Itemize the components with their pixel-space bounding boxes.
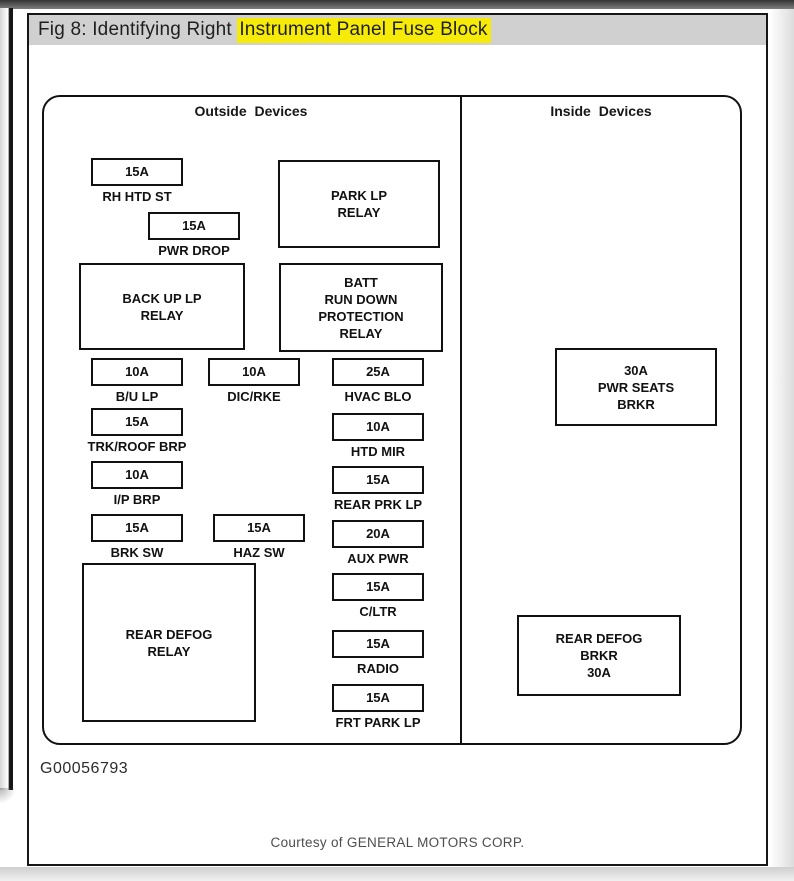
fuse-label: HVAC BLO xyxy=(344,389,412,404)
fuse-rh-htd-st: 15A RH HTD ST xyxy=(91,158,183,204)
fuse-cltr: 15A C/LTR xyxy=(332,573,424,619)
fuse-trk-roof-brp: 15A TRK/ROOF BRP xyxy=(88,408,186,454)
fuse-amp: 25A xyxy=(332,358,424,386)
figure-caption-text: Fig 8: Identifying Right xyxy=(38,19,238,40)
fuse-amp: 15A xyxy=(332,573,424,601)
relay-back-up-lp: BACK UP LP RELAY xyxy=(79,263,245,350)
fuse-hvac-blo: 25A HVAC BLO xyxy=(332,358,424,404)
fuse-amp: 10A xyxy=(91,461,183,489)
relay-batt-run-down-protection: BATT RUN DOWN PROTECTION RELAY xyxy=(279,263,443,352)
relay-rear-defog: REAR DEFOG RELAY xyxy=(82,563,256,722)
relay-park-lp: PARK LP RELAY xyxy=(278,160,440,248)
fuse-label: RH HTD ST xyxy=(102,189,172,204)
fuse-amp: 10A xyxy=(208,358,300,386)
fuse-label: HTD MIR xyxy=(350,444,406,459)
fuse-label: AUX PWR xyxy=(347,551,409,566)
fuse-radio: 15A RADIO xyxy=(332,630,424,676)
fuse-haz-sw: 15A HAZ SW xyxy=(213,514,305,560)
page-bottom-shadow xyxy=(0,867,794,881)
section-label-inside-devices: Inside Devices xyxy=(550,103,652,119)
figure-caption-bar: Fig 8: Identifying Right Instrument Pane… xyxy=(29,15,766,45)
fuse-rear-prk-lp: 15A REAR PRK LP xyxy=(332,466,424,512)
fuse-label: RADIO xyxy=(357,661,399,676)
fuse-label: C/LTR xyxy=(359,604,397,619)
fuse-amp: 15A xyxy=(332,684,424,712)
fuse-label: BRK SW xyxy=(110,545,164,560)
fuse-label: REAR PRK LP xyxy=(333,497,423,512)
fuse-amp: 15A xyxy=(91,158,183,186)
courtesy-text: Courtesy of GENERAL MOTORS CORP. xyxy=(270,835,525,850)
fuse-amp: 15A xyxy=(332,466,424,494)
fuse-htd-mir: 10A HTD MIR xyxy=(332,413,424,459)
fuse-label: B/U LP xyxy=(115,389,159,404)
fuse-frt-park-lp: 15A FRT PARK LP xyxy=(332,684,424,730)
section-label-outside-devices: Outside Devices xyxy=(194,103,308,119)
fuse-ip-brp: 10A I/P BRP xyxy=(91,461,183,507)
window-left-edge-shadow xyxy=(0,788,16,804)
window-left-edge xyxy=(0,8,13,790)
fuse-amp: 15A xyxy=(332,630,424,658)
fuse-amp: 15A xyxy=(91,514,183,542)
fuse-label: FRT PARK LP xyxy=(335,715,421,730)
fuse-label: I/P BRP xyxy=(113,492,161,507)
figure-id: G00056793 xyxy=(40,760,129,777)
fuse-amp: 15A xyxy=(148,212,240,240)
fuse-label: PWR DROP xyxy=(158,243,230,258)
fuse-label: HAZ SW xyxy=(233,545,285,560)
breaker-rear-defog: REAR DEFOG BRKR 30A xyxy=(517,615,681,696)
fuse-block-outline xyxy=(42,95,742,745)
fuse-amp: 10A xyxy=(91,358,183,386)
figure-caption-highlight: Instrument Panel Fuse Block xyxy=(237,17,491,43)
fuse-label: TRK/ROOF BRP xyxy=(87,439,187,454)
breaker-pwr-seats: 30A PWR SEATS BRKR xyxy=(555,348,717,426)
fuse-amp: 15A xyxy=(91,408,183,436)
section-divider-line xyxy=(460,95,462,745)
window-top-edge xyxy=(0,0,794,9)
fuse-amp: 10A xyxy=(332,413,424,441)
page-right-shadow xyxy=(770,9,794,867)
fuse-amp: 20A xyxy=(332,520,424,548)
fuse-bu-lp: 10A B/U LP xyxy=(91,358,183,404)
fuse-label: DIC/RKE xyxy=(227,389,281,404)
fuse-dic-rke: 10A DIC/RKE xyxy=(208,358,300,404)
fuse-amp: 15A xyxy=(213,514,305,542)
fuse-pwr-drop: 15A PWR DROP xyxy=(148,212,240,258)
fuse-aux-pwr: 20A AUX PWR xyxy=(332,520,424,566)
fuse-brk-sw: 15A BRK SW xyxy=(91,514,183,560)
document-page: Fig 8: Identifying Right Instrument Pane… xyxy=(27,13,768,866)
